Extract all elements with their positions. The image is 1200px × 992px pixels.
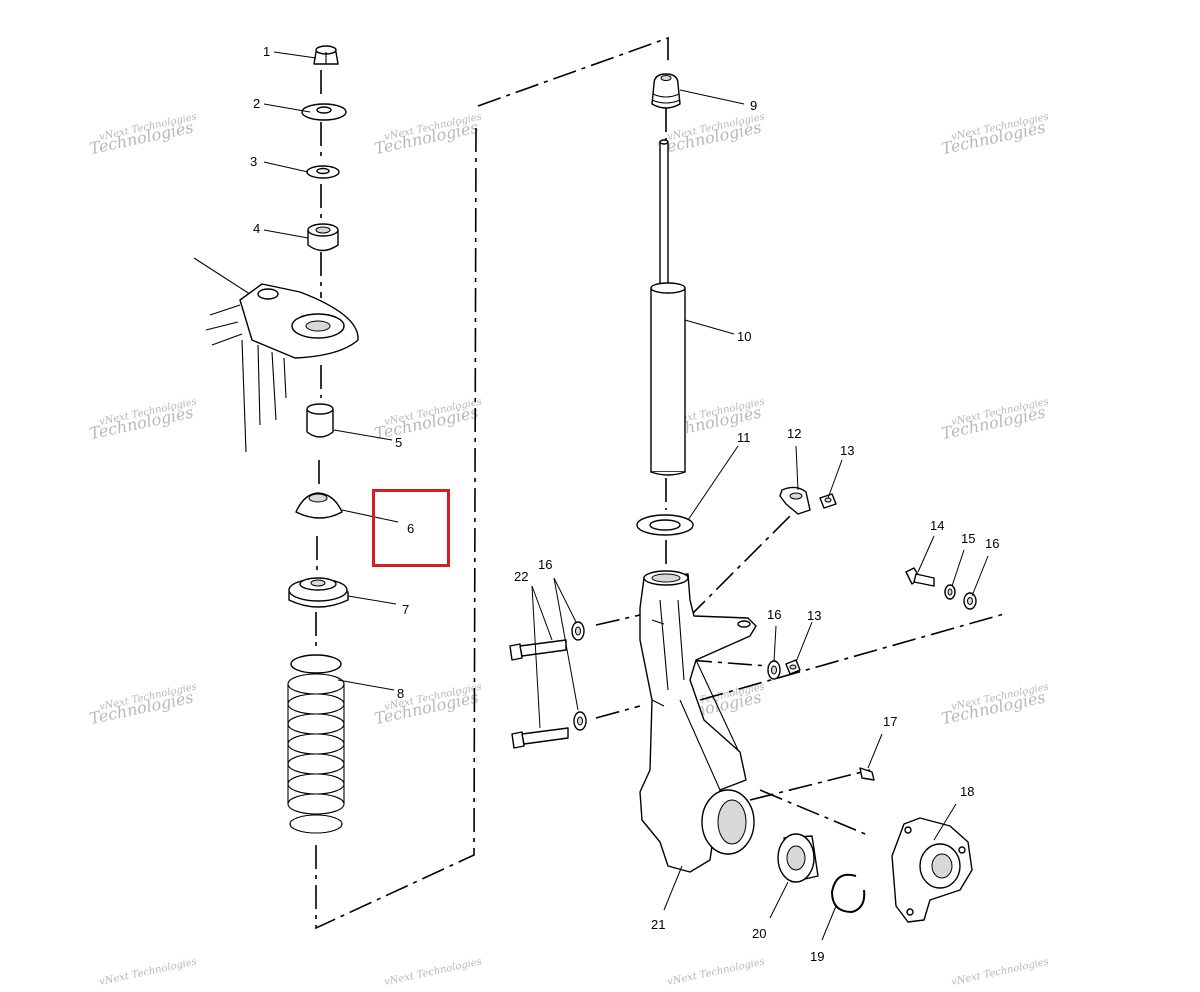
- part-9-bump-stop: [651, 73, 681, 109]
- part-7-spring-seat: [288, 577, 349, 608]
- part-14-bolt: [905, 567, 935, 587]
- part-4-bushing: [307, 223, 339, 252]
- part-18-hub-carrier: [891, 817, 973, 923]
- part-17-bleeder: [859, 767, 875, 781]
- axis-line: [699, 613, 1005, 701]
- part-6-cup: [295, 492, 343, 519]
- callout-label-13: 13: [840, 443, 854, 458]
- watermark-text: vNext Technologies: [98, 957, 197, 988]
- callout-label-16: 16: [985, 536, 999, 551]
- callout-label-14: 14: [930, 518, 944, 533]
- part-8-coil-spring: [287, 654, 345, 834]
- callout-labels: 1 2 3 4 5 6 7 8 9 10 11 12 13 13 14 15 1…: [250, 44, 999, 964]
- part-22-bolt-upper: [509, 639, 567, 661]
- assembly-line-top: [477, 36, 669, 107]
- part-21-steering-knuckle: [639, 570, 757, 873]
- callout-label-4: 4: [253, 221, 260, 236]
- callout-label-6: 6: [407, 521, 414, 536]
- part-15-washer: [944, 584, 956, 600]
- callout-label-22: 22: [514, 569, 528, 584]
- part-10-strut-cartridge: [650, 139, 686, 476]
- part-13-nut: [819, 493, 837, 509]
- part-20-bearing: [777, 833, 819, 883]
- callout-label-11: 11: [737, 430, 751, 445]
- axis-line: [687, 659, 769, 667]
- axis-line: [595, 614, 641, 626]
- callout-label-18: 18: [960, 784, 974, 799]
- part-12-clamp: [779, 486, 811, 515]
- part-13-nut-mid: [785, 659, 801, 675]
- assembly-lines: [315, 36, 1005, 930]
- callout-label-3: 3: [250, 154, 257, 169]
- part-5-spacer: [306, 403, 334, 438]
- callout-label-12: 12: [787, 426, 801, 441]
- callout-label-7: 7: [402, 602, 409, 617]
- part-3-washer: [306, 165, 340, 179]
- callout-label-10: 10: [737, 329, 751, 344]
- callout-label-1: 1: [263, 44, 270, 59]
- part-16-washer-upper: [571, 621, 585, 641]
- axis-line: [759, 789, 871, 837]
- part-2-washer: [301, 103, 347, 121]
- leader-lines: [263, 51, 989, 941]
- highlight-box-part-6: [372, 489, 450, 567]
- part-16-washer: [963, 592, 977, 610]
- callout-label-16: 16: [538, 557, 552, 572]
- callout-label-20: 20: [752, 926, 766, 941]
- callout-label-9: 9: [750, 98, 757, 113]
- watermark-text: vNext Technologies: [950, 957, 1049, 988]
- callout-label-8: 8: [397, 686, 404, 701]
- axis-line: [749, 769, 871, 801]
- part-upper-mount-bracket: [193, 257, 359, 453]
- callout-label-2: 2: [253, 96, 260, 111]
- part-1-nut: [313, 45, 339, 65]
- part-22-bolt-lower: [511, 727, 569, 749]
- callout-label-5: 5: [395, 435, 402, 450]
- axis-line: [687, 515, 791, 619]
- callout-label-21: 21: [651, 917, 665, 932]
- axis-line: [595, 705, 641, 719]
- part-11-washer: [636, 514, 694, 536]
- callout-label-19: 19: [810, 949, 824, 964]
- callout-label-17: 17: [883, 714, 897, 729]
- part-16-washer-lower: [573, 711, 587, 731]
- part-19-snap-ring: [830, 873, 866, 914]
- assembly-line-left-frame: [315, 127, 477, 930]
- callout-label-15: 15: [961, 531, 975, 546]
- callout-label-13: 13: [807, 608, 821, 623]
- part-16-washer-mid: [767, 660, 781, 680]
- callout-label-16: 16: [767, 607, 781, 622]
- watermark-text: vNext Technologies: [383, 957, 482, 988]
- watermark-text: vNext Technologies: [666, 957, 765, 988]
